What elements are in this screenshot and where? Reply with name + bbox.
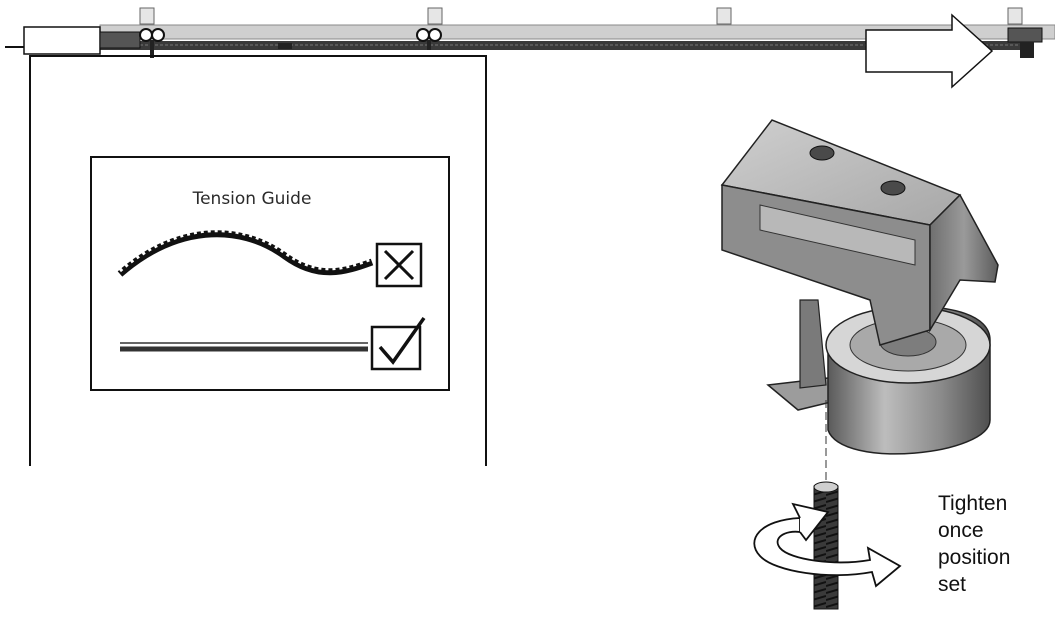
instruction-text: Tighten once position set xyxy=(938,490,1053,598)
belt-taut xyxy=(120,342,368,352)
track-rail xyxy=(5,24,1055,55)
instruction-line: Tighten xyxy=(938,492,1008,515)
door-panel xyxy=(29,55,487,466)
end-clamp xyxy=(1007,27,1043,58)
hanger-bracket xyxy=(139,7,1023,25)
instruction-line: position xyxy=(938,546,1011,569)
instruction-line: once xyxy=(938,519,984,542)
check-icon xyxy=(370,316,426,371)
roller-wheel xyxy=(139,28,442,58)
rotate-arrow-head xyxy=(791,502,830,542)
tensioner-part xyxy=(720,119,999,455)
cross-icon xyxy=(375,242,423,288)
arrow-right-icon xyxy=(865,13,994,89)
belt-slack xyxy=(117,229,374,277)
rotate-arrow-icon xyxy=(753,517,902,588)
instruction-line: set xyxy=(938,573,967,596)
tension-guide-title: Tension Guide xyxy=(192,189,312,209)
threaded-bolt xyxy=(813,481,839,610)
